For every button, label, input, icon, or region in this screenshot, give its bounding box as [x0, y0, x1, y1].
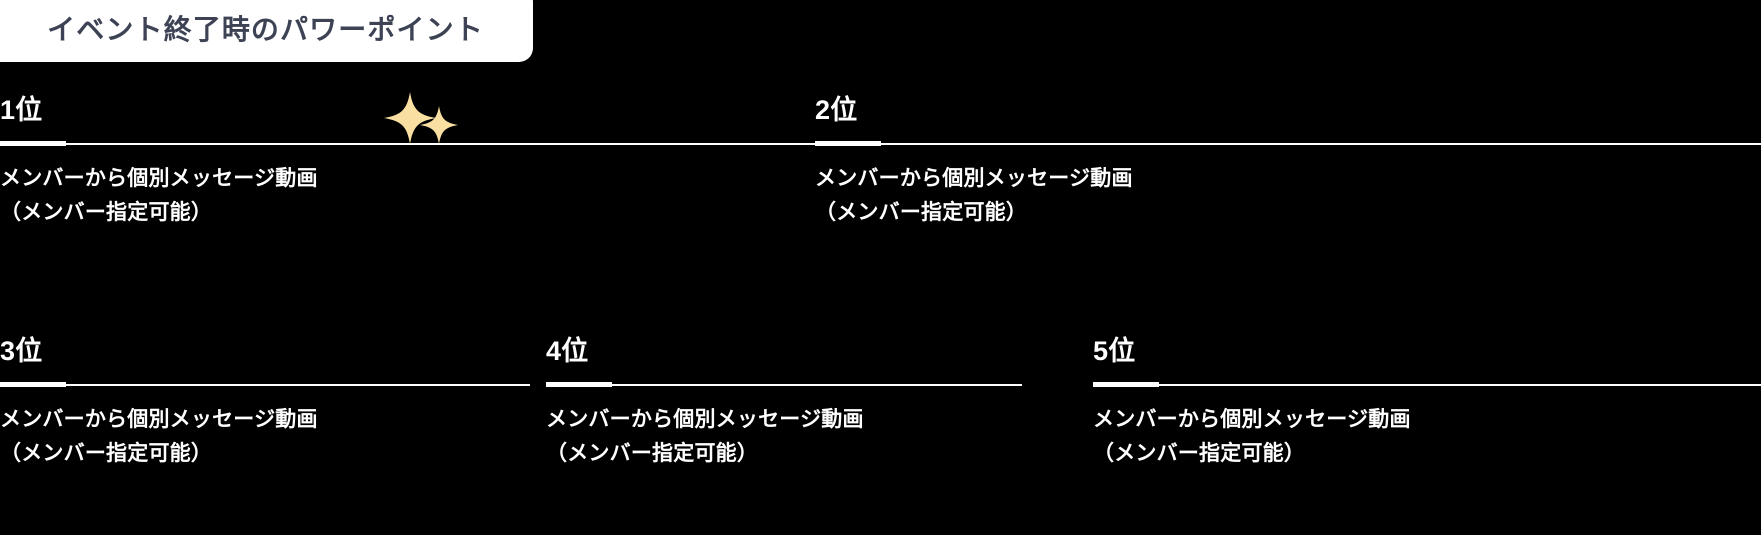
rank-card-2: 2位 メンバーから個別メッセージ動画 （メンバー指定可能）: [815, 97, 1761, 230]
rank-divider-4: [546, 382, 1022, 387]
rank-card-4: 4位 メンバーから個別メッセージ動画 （メンバー指定可能）: [546, 338, 1022, 471]
rank-item-text-5: メンバーから個別メッセージ動画 （メンバー指定可能）: [1093, 408, 1411, 466]
rank-item-text-4: メンバーから個別メッセージ動画 （メンバー指定可能）: [546, 408, 864, 466]
rank-divider-1: [0, 141, 845, 146]
header-badge: イベント終了時のパワーポイント: [0, 0, 533, 62]
rank-item-text-1: メンバーから個別メッセージ動画 （メンバー指定可能）: [0, 167, 318, 225]
rank-card-1: 1位 メンバーから個別メッセージ動画 （メンバー指定可能）: [0, 97, 845, 230]
rank-divider-5: [1093, 382, 1761, 387]
rank-label-1: 1位: [0, 95, 43, 125]
rank-label-3: 3位: [0, 336, 43, 366]
rank-label-4: 4位: [546, 336, 589, 366]
rank-label-2: 2位: [815, 95, 858, 125]
rank-label-5: 5位: [1093, 336, 1136, 366]
header-badge-label: イベント終了時のパワーポイント: [47, 14, 484, 45]
rank-item-text-2: メンバーから個別メッセージ動画 （メンバー指定可能）: [815, 167, 1133, 225]
rank-divider-3: [0, 382, 530, 387]
rank-card-5: 5位 メンバーから個別メッセージ動画 （メンバー指定可能）: [1093, 338, 1761, 471]
rank-item-text-3: メンバーから個別メッセージ動画 （メンバー指定可能）: [0, 408, 318, 466]
rank-divider-2: [815, 141, 1761, 146]
rank-card-3: 3位 メンバーから個別メッセージ動画 （メンバー指定可能）: [0, 338, 530, 471]
